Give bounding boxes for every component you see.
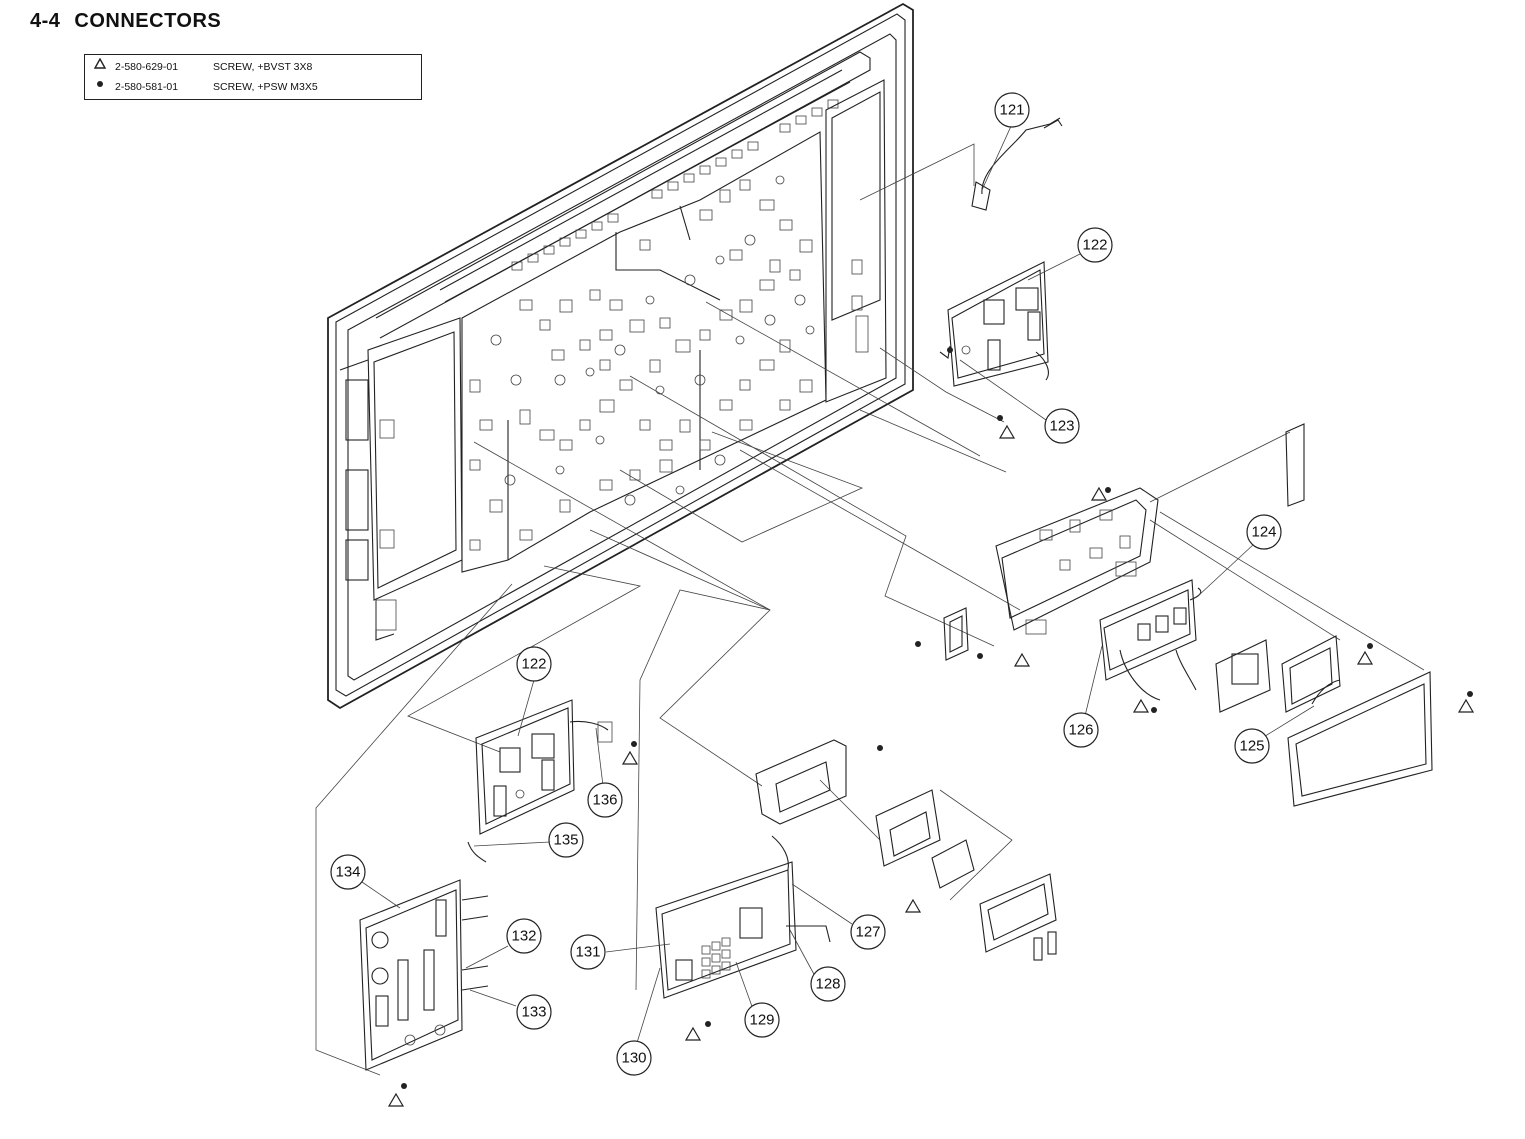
- legend-row: 2-580-581-01 SCREW, +PSW M3X5: [85, 77, 421, 97]
- part-box-assembly: [875, 789, 1057, 961]
- callout-leaders: [361, 123, 1315, 1047]
- part-122-board-upper: [939, 261, 1049, 387]
- callout-128: 128: [810, 966, 846, 1002]
- callout-134: 134: [330, 854, 366, 890]
- callout-125: 125: [1234, 728, 1270, 764]
- svg-text:130: 130: [621, 1050, 646, 1067]
- legend-description: SCREW, +BVST 3X8: [213, 61, 313, 73]
- svg-text:121: 121: [999, 102, 1024, 119]
- part-125-module: [1215, 635, 1433, 807]
- callout-121: 121: [994, 92, 1030, 128]
- legend-part-number: 2-580-629-01: [115, 61, 179, 73]
- part-frame-bracket: [755, 739, 847, 825]
- callout-136: 136: [587, 782, 623, 818]
- svg-text:132: 132: [511, 928, 536, 945]
- callout-133: 133: [516, 994, 552, 1030]
- part-bracket-terminal: [995, 423, 1305, 635]
- callout-122-upper: 122: [1077, 227, 1113, 263]
- svg-text:135: 135: [553, 832, 578, 849]
- triangle-icon: [93, 57, 107, 77]
- section-title: CONNECTORS: [74, 10, 222, 32]
- legend-description: SCREW, +PSW M3X5: [213, 81, 318, 93]
- part-122-board-lower: [475, 699, 613, 835]
- callout-132: 132: [506, 918, 542, 954]
- svg-text:134: 134: [335, 864, 360, 881]
- svg-text:128: 128: [815, 976, 840, 993]
- svg-text:122: 122: [1082, 237, 1107, 254]
- svg-text:124: 124: [1251, 524, 1276, 541]
- callout-130: 130: [616, 1040, 652, 1076]
- svg-text:126: 126: [1068, 722, 1093, 739]
- callout-122-lower: 122: [516, 646, 552, 682]
- svg-text:133: 133: [521, 1004, 546, 1021]
- svg-text:129: 129: [749, 1012, 774, 1029]
- legend-part-number: 2-580-581-01: [115, 81, 179, 93]
- svg-text:123: 123: [1049, 418, 1074, 435]
- part-127-board: [655, 835, 831, 999]
- page-title: 4-4 CONNECTORS: [30, 10, 221, 33]
- part-121-cable: [971, 117, 1063, 211]
- screw-legend: 2-580-629-01 SCREW, +BVST 3X8 2-580-581-…: [84, 54, 422, 100]
- callout-131: 131: [570, 934, 606, 970]
- legend-row: 2-580-629-01 SCREW, +BVST 3X8: [85, 57, 421, 77]
- callout-127: 127: [850, 914, 886, 950]
- part-124-board: [1099, 579, 1202, 701]
- callout-124: 124: [1246, 514, 1282, 550]
- svg-text:122: 122: [521, 656, 546, 673]
- part-134-board: [359, 841, 489, 1071]
- dot-icon: [93, 77, 107, 97]
- svg-text:127: 127: [855, 924, 880, 941]
- callout-123: 123: [1044, 408, 1080, 444]
- main-chassis: [327, 2, 914, 710]
- callout-129: 129: [744, 1002, 780, 1038]
- part-126-connector: [943, 607, 969, 661]
- svg-text:136: 136: [592, 792, 617, 809]
- svg-text:131: 131: [575, 944, 600, 961]
- callout-126: 126: [1063, 712, 1099, 748]
- svg-text:125: 125: [1239, 738, 1264, 755]
- callout-135: 135: [548, 822, 584, 858]
- screw-markers: [387, 347, 1475, 1107]
- section-number: 4-4: [30, 10, 61, 32]
